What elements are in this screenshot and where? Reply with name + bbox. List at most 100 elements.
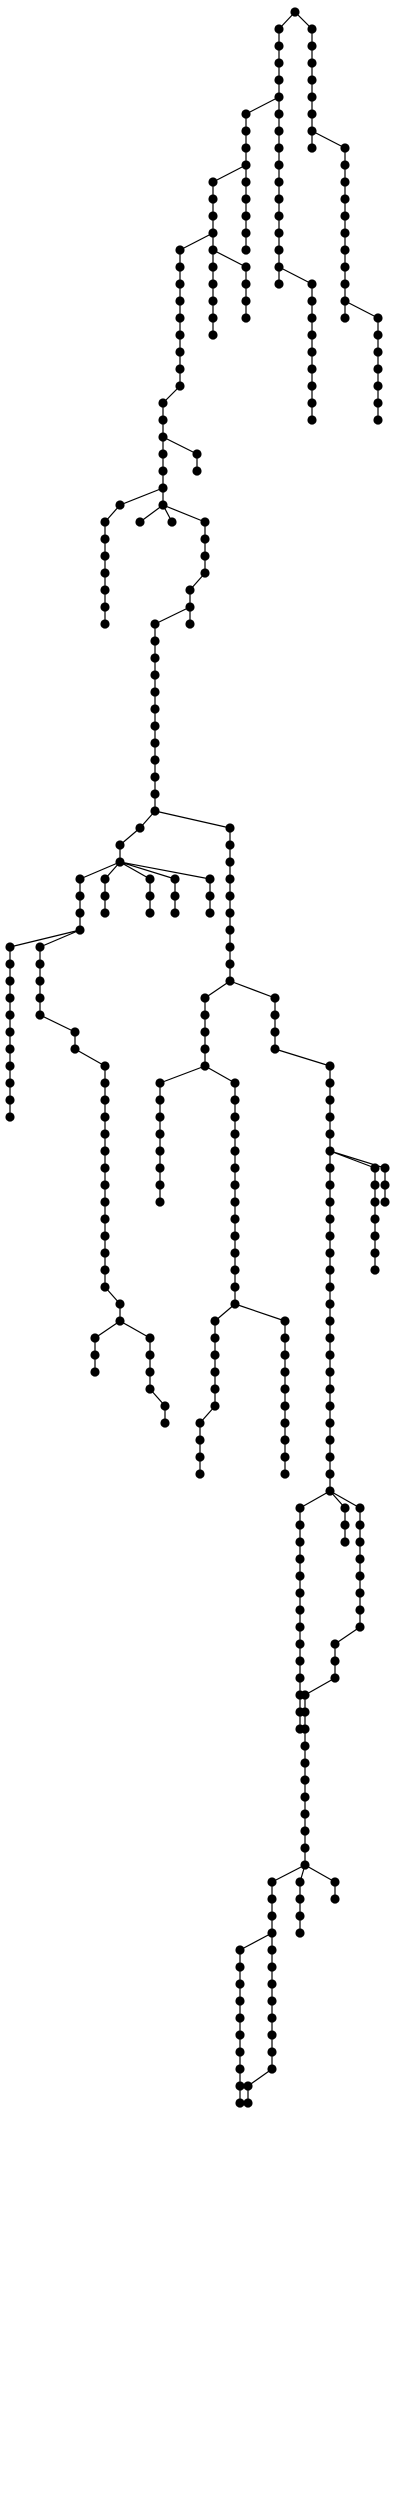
tree-node	[230, 1163, 240, 1173]
tree-edge	[179, 232, 214, 251]
tree-node	[370, 1163, 380, 1173]
tree-node	[280, 1367, 290, 1377]
tree-node	[267, 1877, 277, 1887]
tree-node	[241, 160, 251, 170]
tree-node	[100, 619, 110, 629]
tree-node	[150, 619, 160, 629]
tree-node	[195, 1452, 205, 1462]
tree-node	[225, 908, 235, 918]
tree-node	[100, 1146, 110, 1156]
tree-node	[175, 296, 185, 306]
tree-node	[270, 1010, 280, 1020]
tree-node	[267, 1996, 277, 2006]
tree-node	[150, 687, 160, 697]
tree-node	[373, 415, 383, 425]
tree-node	[115, 1299, 125, 1309]
tree-edge	[204, 1065, 236, 1084]
tree-node	[243, 2098, 253, 2108]
tree-node	[280, 1435, 290, 1445]
tree-node	[170, 874, 180, 884]
tree-node	[270, 993, 280, 1003]
tree-node	[300, 1809, 310, 1819]
tree-edge	[271, 1864, 306, 1883]
tree-node	[100, 1180, 110, 1190]
tree-edge	[274, 1048, 331, 1067]
tree-node	[325, 1316, 335, 1326]
tree-node	[208, 245, 218, 255]
tree-node	[373, 347, 383, 357]
tree-node	[370, 1197, 380, 1207]
tree-node	[210, 1367, 220, 1377]
tree-edge	[154, 810, 231, 829]
tree-node	[325, 1231, 335, 1241]
tree-node	[280, 1418, 290, 1428]
tree-node	[5, 1078, 15, 1088]
tree-edge	[119, 487, 164, 506]
tree-edge	[79, 861, 121, 880]
tree-node	[150, 806, 160, 816]
tree-node	[170, 908, 180, 918]
tree-node	[208, 296, 218, 306]
tree-node	[145, 891, 155, 901]
tree-node	[235, 1996, 245, 2006]
tree-node	[200, 993, 210, 1003]
tree-node	[290, 7, 300, 17]
tree-nodes	[5, 7, 390, 2108]
tree-node	[100, 908, 110, 918]
tree-node	[35, 993, 45, 1003]
tree-node	[230, 1282, 240, 1292]
tree-node	[235, 1979, 245, 1989]
tree-node	[150, 636, 160, 646]
tree-node	[230, 1078, 240, 1088]
tree-node	[235, 2047, 245, 2057]
tree-node	[210, 1384, 220, 1394]
tree-node	[295, 1503, 305, 1513]
tree-node	[241, 109, 251, 119]
tree-node	[307, 347, 317, 357]
tree-node	[340, 1537, 350, 1547]
tree-node	[175, 245, 185, 255]
tree-node	[340, 177, 350, 187]
tree-node	[235, 2064, 245, 2074]
tree-node	[230, 1180, 240, 1190]
tree-node	[325, 1214, 335, 1224]
tree-node	[100, 534, 110, 544]
tree-node	[210, 1333, 220, 1343]
tree-node	[340, 313, 350, 323]
tree-node	[370, 1231, 380, 1241]
tree-edge	[74, 1048, 106, 1067]
tree-node	[325, 1163, 335, 1173]
tree-node	[115, 857, 125, 867]
tree-node	[230, 1146, 240, 1156]
tree-node	[340, 194, 350, 204]
tree-node	[158, 398, 168, 408]
tree-node	[241, 211, 251, 221]
tree-node	[340, 296, 350, 306]
tree-node	[90, 1367, 100, 1377]
tree-node	[295, 1639, 305, 1649]
tree-node	[355, 1520, 365, 1530]
tree-node	[241, 228, 251, 238]
tree-node	[195, 1435, 205, 1445]
tree-node	[307, 109, 317, 119]
tree-node	[325, 1486, 335, 1496]
tree-node	[155, 1129, 165, 1139]
tree-node	[100, 1248, 110, 1258]
tree-node	[155, 1095, 165, 1105]
tree-node	[330, 1877, 340, 1887]
tree-node	[300, 1843, 310, 1853]
tree-node	[225, 823, 235, 833]
tree-node	[267, 1894, 277, 1904]
tree-node	[274, 160, 284, 170]
tree-node	[35, 976, 45, 986]
tree-node	[295, 1554, 305, 1564]
tree-node	[75, 874, 85, 884]
tree-node	[340, 1520, 350, 1530]
tree-edge	[159, 1065, 206, 1084]
tree-node	[200, 517, 210, 527]
tree-node	[100, 1163, 110, 1173]
tree-node	[100, 1231, 110, 1241]
tree-node	[35, 942, 45, 952]
tree-node	[270, 1027, 280, 1037]
tree-node	[100, 551, 110, 561]
